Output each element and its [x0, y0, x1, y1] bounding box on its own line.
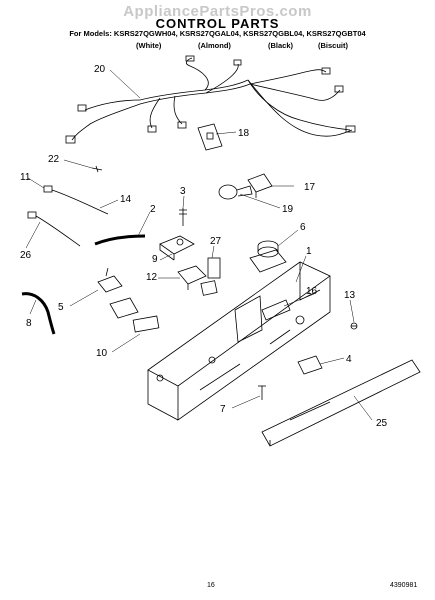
label-27-part: [207, 257, 221, 279]
switch-5-part: [97, 267, 123, 293]
callout-22: 22: [48, 154, 60, 165]
wire-harness-part: [65, 55, 356, 144]
callout-18: 18: [238, 128, 250, 139]
callout-19: 19: [282, 204, 294, 215]
color-biscuit: (Biscuit): [318, 41, 348, 50]
document-number: 4390981: [390, 582, 418, 589]
callout-10: 10: [96, 348, 108, 359]
callout-labels: 20 18 22 11 14 3 17 2 19 27 6 9 1 26 12 …: [20, 64, 388, 429]
callout-3: 3: [180, 186, 186, 197]
callout-11: 11: [20, 172, 31, 183]
callout-12: 12: [146, 272, 158, 283]
label-27b-part: [200, 280, 218, 296]
control-thermostat-part: [249, 240, 287, 273]
callout-9: 9: [152, 254, 158, 265]
switch-12b-part: [109, 297, 139, 319]
switch-12-part: [177, 265, 207, 290]
callout-17: 17: [304, 182, 316, 193]
screw-7-part: [258, 385, 266, 400]
color-almond: (Almond): [198, 41, 231, 50]
callout-13: 13: [344, 290, 356, 301]
color-white: (White): [136, 41, 162, 50]
screw-3-part: [179, 208, 187, 226]
callout-6: 6: [300, 222, 306, 233]
label-10-part: [132, 315, 160, 333]
page-title: CONTROL PARTS: [155, 16, 280, 31]
callout-5: 5: [58, 302, 64, 313]
light-bulb-part: [218, 184, 253, 200]
color-black: (Black): [268, 41, 294, 50]
sensor-part: [27, 211, 81, 247]
callout-7: 7: [220, 404, 226, 415]
callout-27: 27: [210, 236, 222, 247]
callout-26: 26: [20, 250, 32, 261]
callout-20: 20: [94, 64, 106, 75]
thermostat-part: [159, 235, 195, 261]
screw-13-part: [350, 322, 358, 330]
leader-lines: [25, 69, 373, 421]
callout-14: 14: [120, 194, 132, 205]
watermark: AppliancePartsPros.com: [123, 3, 312, 20]
callout-1: 1: [306, 246, 312, 257]
callout-2: 2: [150, 204, 156, 215]
tube-8-part: [21, 292, 56, 335]
panel-trim-part: [261, 359, 421, 447]
callout-16: 16: [306, 286, 318, 297]
switch-4-part: [297, 355, 323, 375]
sensor-wire-part: [43, 185, 109, 215]
bracket-part: [261, 299, 291, 321]
model-list: For Models: KSRS27QGWH04, KSRS27QGAL04, …: [69, 29, 366, 38]
screw-part: [91, 165, 103, 173]
callout-25: 25: [376, 418, 388, 429]
callout-4: 4: [346, 354, 352, 365]
page-number: 16: [207, 582, 215, 589]
callout-8: 8: [26, 318, 32, 329]
control-housing-part: [147, 261, 331, 421]
tube-part: [94, 234, 146, 246]
wire-cover-part: [197, 123, 223, 151]
